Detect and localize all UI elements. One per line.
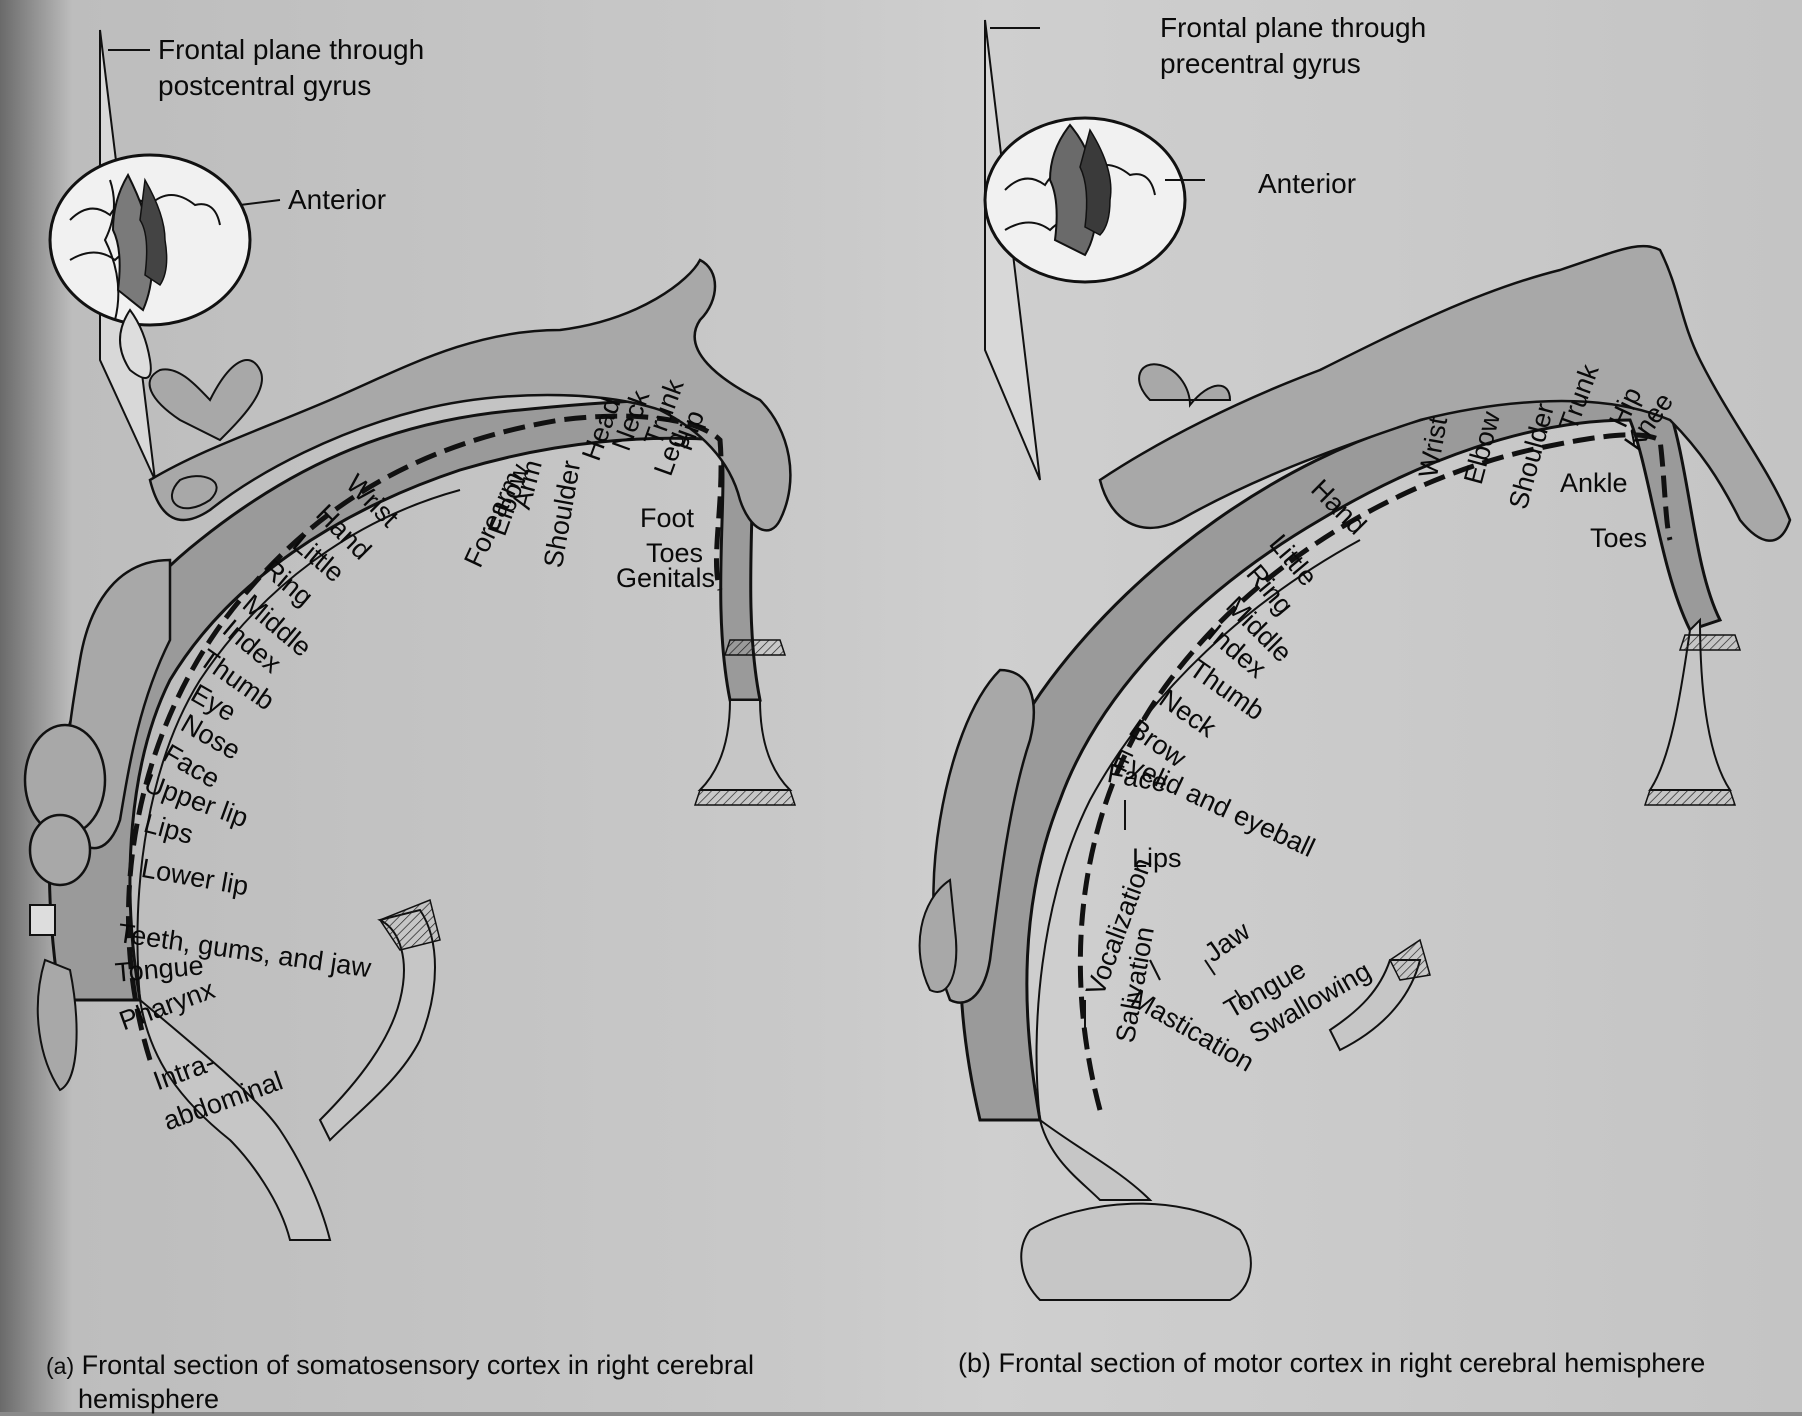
plane-label-a-line2: postcentral gyrus <box>158 70 372 101</box>
cortex-band-b <box>958 382 1723 1122</box>
caption-a: (a) Frontal section of somatosensory cor… <box>46 1348 754 1383</box>
caption-b: (b) Frontal section of motor cortex in r… <box>958 1346 1705 1380</box>
caption-b-letter: (b) <box>958 1348 991 1378</box>
plane-label-b-line2: precentral gyrus <box>1160 48 1361 79</box>
caption-a-letter: (a) <box>46 1353 75 1379</box>
brain-icon-a <box>48 153 252 379</box>
caption-b-line1: Frontal section of motor cortex in right… <box>998 1348 1706 1378</box>
homunculus-body-a <box>148 258 792 532</box>
panel-b-artwork <box>918 19 1792 1301</box>
caption-a-line2: hemisphere <box>78 1384 220 1414</box>
plane-label-a-line1: Frontal plane through <box>158 34 425 65</box>
sensory-label-foot: Foot <box>640 503 695 533</box>
sensory-label-toes: Toes <box>646 538 704 568</box>
motor-label-lips: Lips <box>1132 843 1182 873</box>
plane-label-b-line1: Frontal plane through <box>1160 12 1427 43</box>
sensory-label-genitals: Genitals <box>616 563 716 593</box>
sensory-map-line <box>126 413 724 1061</box>
motor-map-line <box>1077 432 1673 1111</box>
homunculus-body-b <box>1098 244 1792 542</box>
homunculus-face-b <box>932 668 1035 1004</box>
motor-label-toes: Toes <box>1590 523 1648 553</box>
anterior-label-a: Anterior <box>288 184 387 215</box>
brain-icon-b <box>983 116 1187 284</box>
anterior-label-b: Anterior <box>1258 168 1357 199</box>
caption-a-line1: Frontal section of somatosensory cortex … <box>81 1350 754 1380</box>
motor-label-ankle: Ankle <box>1560 468 1628 498</box>
panel-a-artwork <box>23 29 797 1241</box>
